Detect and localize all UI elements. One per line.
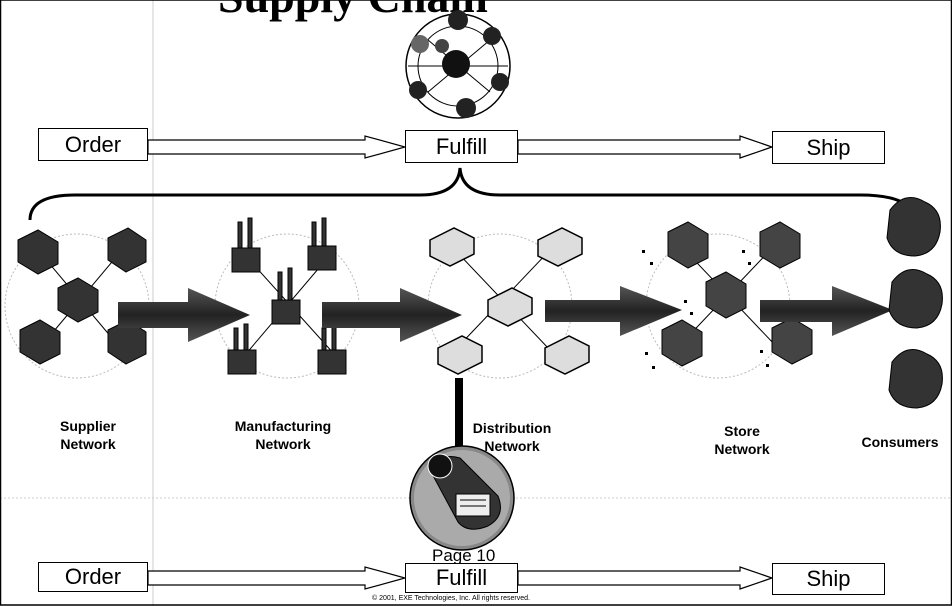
fulfill-box: Fulfill (405, 130, 518, 163)
store-icon (661, 221, 813, 367)
flow-arrow (147, 566, 408, 590)
network-globe-icon (405, 10, 511, 119)
plant-icon (227, 217, 347, 375)
big-flow-arrow (322, 288, 462, 342)
big-flow-arrow (118, 288, 250, 342)
page-number: Page 10 (432, 546, 496, 565)
fulfill-box-bottom: Fulfill (405, 563, 518, 593)
flow-arrow (517, 566, 774, 590)
curly-brace (28, 167, 917, 223)
shopper-icons (642, 250, 769, 369)
big-flow-arrow (545, 286, 682, 336)
ship-box-bottom: Ship (772, 563, 885, 595)
factory-icon (17, 227, 147, 365)
flow-arrow (517, 135, 774, 159)
flow-arrow (147, 135, 408, 159)
order-box-bottom: Order (38, 562, 148, 592)
ship-box: Ship (772, 131, 885, 164)
slide-title: Supply Chain (218, 0, 488, 23)
connector-bar (455, 378, 463, 460)
consumers-label: Consumers (861, 434, 939, 450)
warehouse-icon (429, 227, 590, 375)
consumer-group-icon (886, 197, 943, 409)
copyright-notice: © 2001, EXE Technologies, Inc. All right… (372, 595, 530, 602)
order-box: Order (38, 128, 148, 161)
big-flow-arrow (760, 286, 893, 336)
warehouse-system-icon (409, 445, 515, 551)
